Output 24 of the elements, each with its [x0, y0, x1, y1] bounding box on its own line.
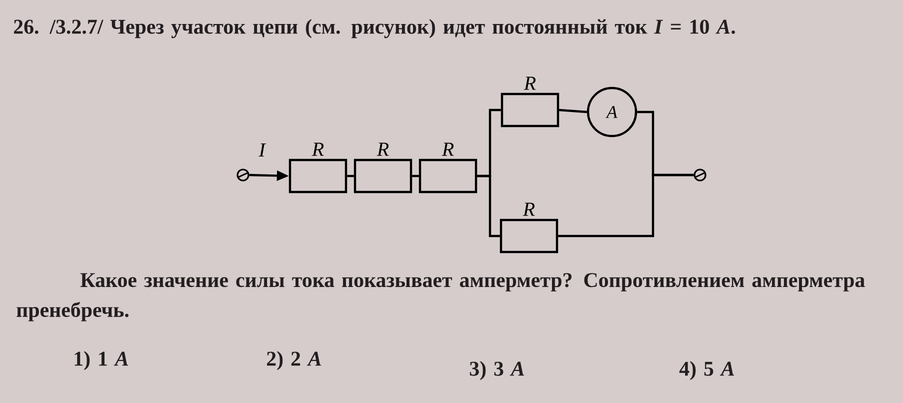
node-label: R — [442, 142, 454, 156]
resistor: R — [288, 142, 348, 194]
resistor: R — [500, 76, 560, 128]
wire — [477, 174, 500, 238]
resistor: R — [500, 202, 558, 254]
node-label: R — [376, 142, 389, 156]
node-label: R — [524, 76, 536, 90]
terminal-symbol — [236, 168, 250, 182]
current-label: I — [258, 143, 266, 157]
resistor: R — [418, 142, 478, 194]
answer-option: 4) 5 A — [679, 361, 734, 380]
wire — [559, 108, 587, 114]
answer-option: 2) 2 A — [266, 351, 322, 370]
resistor: R — [354, 142, 412, 194]
problem-text: 26. /3.2.7/ Через участок цепи (см. рисунок) идет постоянный ток I = 10 A. — [14, 19, 735, 38]
wire — [347, 174, 354, 178]
node-label: R — [522, 202, 535, 216]
node-label: R — [312, 142, 324, 156]
wire — [558, 174, 694, 238]
wire — [412, 174, 419, 178]
answer-option: 1) 1 A — [74, 351, 128, 370]
problem-text: Какое значение силы тока показывает амперметр? Сопротивлением амперметра пренебречь. — [16, 273, 865, 322]
answer-option: 3) 3 A — [470, 361, 524, 380]
terminal-symbol — [694, 168, 706, 182]
